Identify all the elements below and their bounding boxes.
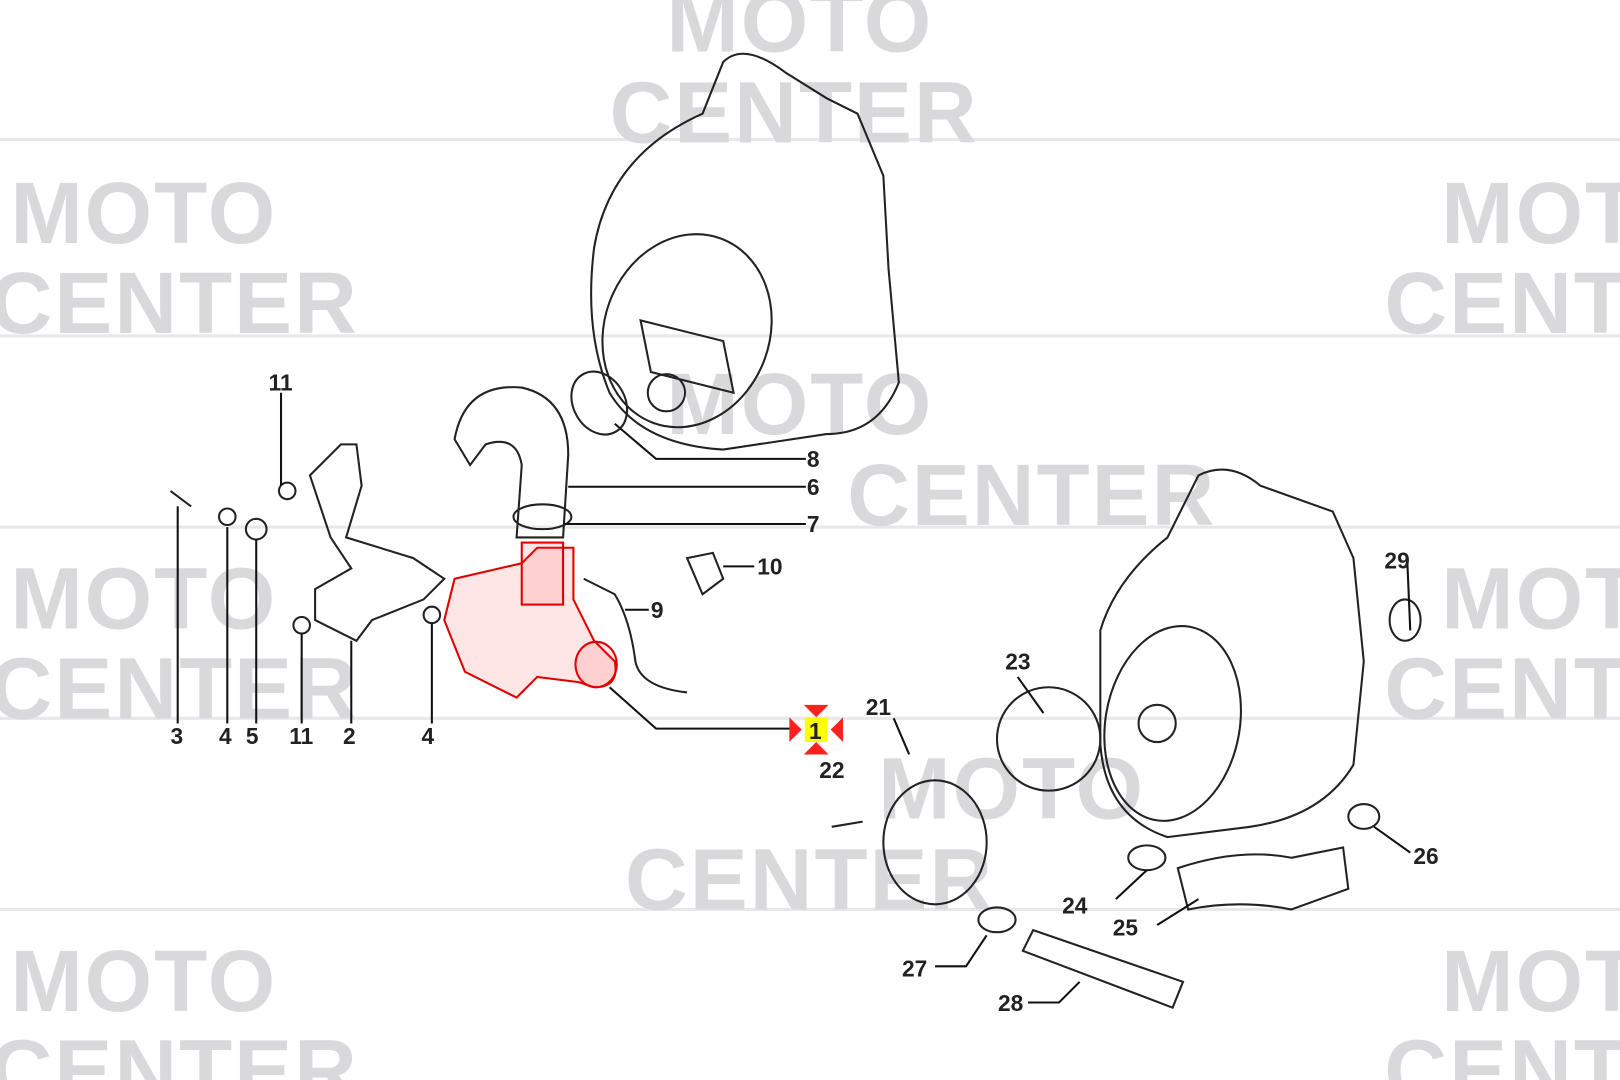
water-pump-highlighted[interactable] bbox=[443, 541, 618, 699]
leader-lines bbox=[176, 392, 1412, 1004]
watermark-text: MOTO bbox=[10, 933, 277, 1030]
callout-8[interactable]: 8 bbox=[807, 446, 820, 472]
callout-6[interactable]: 6 bbox=[807, 474, 820, 500]
watermark-text: CENTER bbox=[0, 1023, 359, 1080]
watermark-text: CENTER bbox=[0, 255, 359, 352]
generator-cover bbox=[590, 52, 900, 451]
callout-27[interactable]: 27 bbox=[902, 956, 927, 982]
callout-4[interactable]: 4 bbox=[219, 723, 232, 749]
watermark-text: MOTO bbox=[1441, 165, 1620, 262]
callout-5[interactable]: 5 bbox=[246, 723, 259, 749]
callout-10[interactable]: 10 bbox=[757, 554, 782, 580]
watermark-text: CENTER bbox=[610, 65, 979, 162]
callout-11[interactable]: 11 bbox=[289, 723, 313, 749]
watermark-text: MOTO bbox=[878, 741, 1145, 838]
callout-1[interactable]: 1 bbox=[809, 718, 822, 744]
callout-2[interactable]: 2 bbox=[343, 723, 356, 749]
callout-9[interactable]: 9 bbox=[651, 597, 664, 623]
callout-7[interactable]: 7 bbox=[807, 511, 820, 537]
watermark-text: CENTER bbox=[1384, 255, 1620, 352]
selected-part-marker[interactable] bbox=[789, 704, 844, 755]
watermark-text: CENTER bbox=[625, 831, 994, 928]
watermark-text: CENTER bbox=[847, 447, 1216, 544]
callout-25[interactable]: 25 bbox=[1113, 914, 1138, 940]
callout-26[interactable]: 26 bbox=[1413, 843, 1438, 869]
callout-21[interactable]: 21 bbox=[866, 694, 891, 720]
watermark-text: CENTER bbox=[1384, 640, 1620, 737]
callout-28[interactable]: 28 bbox=[998, 990, 1023, 1016]
watermark-text: CENTER bbox=[1384, 1023, 1620, 1080]
watermark-text: MOTO bbox=[1441, 550, 1620, 647]
watermark-text: MOTO bbox=[10, 550, 277, 647]
watermark-text: MOTO bbox=[1441, 933, 1620, 1030]
callout-29[interactable]: 29 bbox=[1384, 547, 1409, 573]
callout-22[interactable]: 22 bbox=[819, 757, 844, 783]
hose-assembly bbox=[453, 370, 629, 539]
water-pump-cover bbox=[1099, 468, 1365, 839]
callout-labels: 11 3 4 5 11 2 4 8 6 7 10 9 1 22 21 23 29… bbox=[170, 370, 1438, 1016]
callout-4[interactable]: 4 bbox=[422, 723, 435, 749]
callout-23[interactable]: 23 bbox=[1005, 649, 1030, 675]
callout-24[interactable]: 24 bbox=[1062, 893, 1088, 919]
callout-11[interactable]: 11 bbox=[269, 370, 293, 396]
misc-parts bbox=[583, 551, 1422, 1009]
callout-3[interactable]: 3 bbox=[170, 723, 183, 749]
watermark-text: MOTO bbox=[10, 165, 277, 262]
watermark-text: MOTO bbox=[666, 0, 933, 71]
